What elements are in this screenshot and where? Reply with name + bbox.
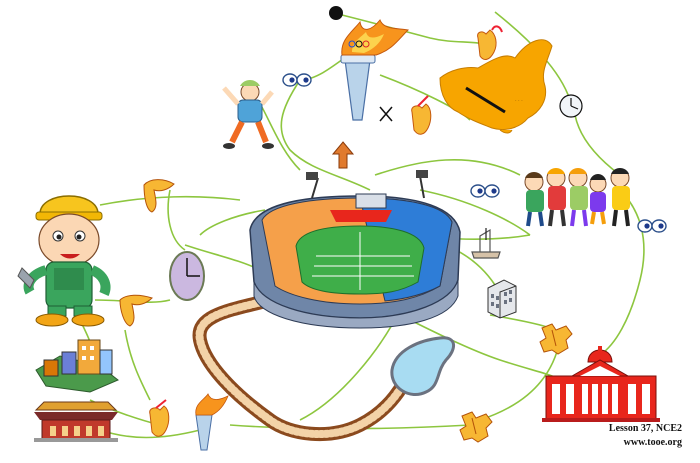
stadium-icon <box>249 170 461 329</box>
palace-icon <box>34 401 118 442</box>
hand-pointing-icon <box>477 25 503 60</box>
svg-text:· · ·: · · · <box>515 98 523 104</box>
eyes-icon <box>282 73 312 87</box>
cross-icon <box>379 106 393 122</box>
arrow-up-icon <box>331 141 355 169</box>
eyes-icon <box>637 219 667 233</box>
website-credit: www.tooe.org <box>623 437 682 448</box>
heart-puzzle-icon <box>459 411 493 443</box>
pool-icon <box>390 336 455 396</box>
wall-clock-icon <box>169 251 205 301</box>
olympic-torch-icon <box>340 19 410 121</box>
clock-icon <box>559 94 583 118</box>
cheering-person-icon <box>222 80 274 149</box>
hand-pointing-icon <box>411 95 432 135</box>
running-track-icon <box>192 293 422 442</box>
red-hall-icon <box>542 346 660 422</box>
crane-icon <box>471 228 501 259</box>
eyes-icon <box>470 184 500 198</box>
hand-pointing-icon <box>143 179 175 213</box>
town-icon <box>35 339 119 393</box>
small-torch-icon <box>195 393 229 451</box>
construction-worker-icon <box>17 195 111 327</box>
building-icon <box>487 279 517 319</box>
black-dot-icon <box>329 6 343 20</box>
lesson-credit: Lesson 37, NCE2 <box>608 423 682 434</box>
children-group-icon <box>524 168 630 227</box>
china-map-icon: · · · <box>439 39 553 134</box>
heart-puzzle-icon <box>539 323 573 355</box>
hand-pointing-icon <box>149 399 170 437</box>
hand-pointing-icon <box>119 294 153 327</box>
